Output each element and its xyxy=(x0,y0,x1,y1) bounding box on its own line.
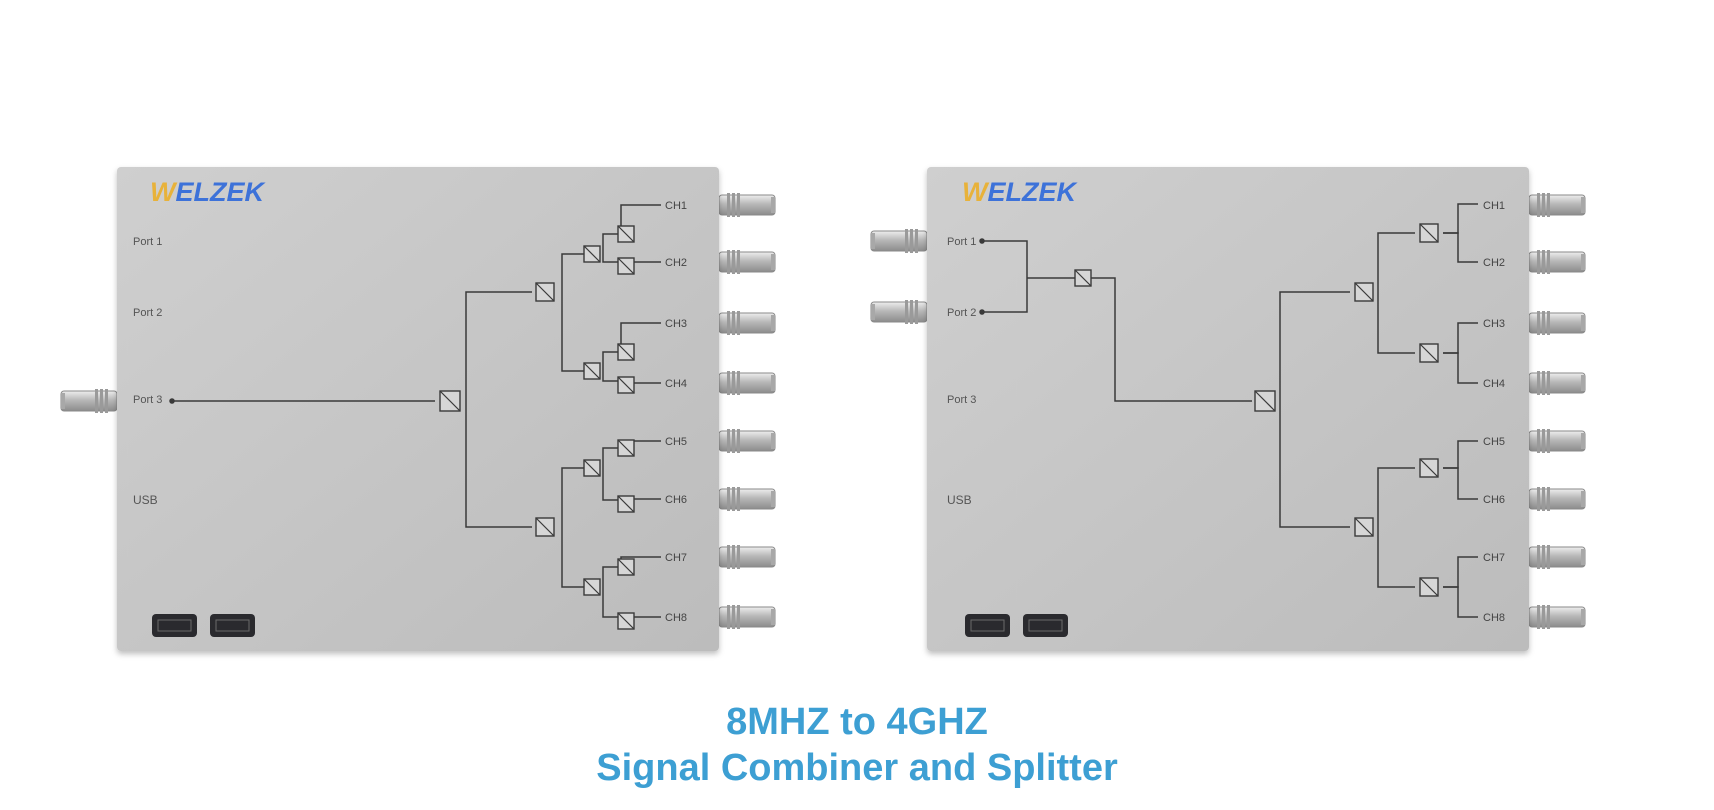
splitter-node-stage3 xyxy=(583,362,601,380)
splitter-node-stage2 xyxy=(1354,282,1374,302)
splitter-node-stage2 xyxy=(1354,517,1374,537)
channel-label-ch7: CH7 xyxy=(1483,552,1505,564)
port-label-port1: Port 1 xyxy=(947,236,976,248)
brand-logo-w: W xyxy=(150,177,178,207)
caption-frequency-range: 8MHZ to 4GHZ xyxy=(726,701,988,743)
channel-label-ch3: CH3 xyxy=(1483,318,1505,330)
port-label-port2: Port 2 xyxy=(133,307,162,319)
usb-connector-2[interactable] xyxy=(1023,614,1068,637)
brand-logo: WELZEK xyxy=(150,177,266,207)
splitter-device-left: WELZEK Port 1 Port 2 Port 3 USB CH1CH2CH… xyxy=(60,167,776,651)
splitter-node-stage4 xyxy=(617,495,635,513)
splitter-node-stage3 xyxy=(1419,458,1439,478)
input-connectors xyxy=(60,389,118,413)
circuit-traces xyxy=(979,203,1478,618)
channel-label-ch8: CH8 xyxy=(665,612,687,624)
splitter-node-stage3 xyxy=(1419,343,1439,363)
circuit-traces xyxy=(169,204,661,618)
port-label-port3: Port 3 xyxy=(947,394,976,406)
channel-label-ch2: CH2 xyxy=(1483,257,1505,269)
device-panel xyxy=(117,167,719,651)
splitter-node-stage2 xyxy=(535,517,555,537)
channel-label-ch4: CH4 xyxy=(665,378,687,390)
channel-connector-1[interactable] xyxy=(718,193,776,217)
combiner-nodes xyxy=(1074,223,1439,597)
channel-connector-3[interactable] xyxy=(1528,311,1586,335)
splitter-node-stage3 xyxy=(1419,223,1439,243)
input-connector-port2[interactable] xyxy=(870,300,928,324)
channel-connector-4[interactable] xyxy=(1528,371,1586,395)
channel-connector-7[interactable] xyxy=(1528,545,1586,569)
port-label-port2: Port 2 xyxy=(947,307,976,319)
channel-label-ch8: CH8 xyxy=(1483,612,1505,624)
channel-connector-2[interactable] xyxy=(1528,250,1586,274)
channel-label-ch4: CH4 xyxy=(1483,378,1505,390)
splitter-node-stage4 xyxy=(617,225,635,243)
input-connectors xyxy=(870,229,928,324)
caption-product-title: Signal Combiner and Splitter xyxy=(596,747,1118,789)
splitter-node-stage3 xyxy=(1419,577,1439,597)
splitter-node-stage3 xyxy=(583,578,601,596)
channel-label-ch2: CH2 xyxy=(665,257,687,269)
splitter-node-stage1 xyxy=(439,390,461,412)
channel-label-ch6: CH6 xyxy=(1483,494,1505,506)
port-label-usb: USB xyxy=(947,493,972,507)
splitter-node-stage4 xyxy=(617,439,635,457)
channel-label-ch3: CH3 xyxy=(665,318,687,330)
channel-label-ch6: CH6 xyxy=(665,494,687,506)
splitter-node-stage4 xyxy=(617,612,635,630)
channel-label-ch1: CH1 xyxy=(665,200,687,212)
channel-label-ch5: CH5 xyxy=(665,436,687,448)
channel-connector-1[interactable] xyxy=(1528,193,1586,217)
brand-logo-rest: ELZEK xyxy=(175,177,266,207)
brand-logo-w: W xyxy=(962,177,990,207)
usb-connector-1[interactable] xyxy=(152,614,197,637)
brand-logo: WELZEK xyxy=(962,177,1078,207)
channel-connector-5[interactable] xyxy=(718,429,776,453)
channel-connector-4[interactable] xyxy=(718,371,776,395)
port-label-port3: Port 3 xyxy=(133,394,162,406)
splitter-node-stage2 xyxy=(535,282,555,302)
input-connector-port3[interactable] xyxy=(60,389,118,413)
combiner-node xyxy=(1074,269,1092,287)
usb-port-connectors[interactable] xyxy=(965,614,1068,637)
splitter-node-stage3 xyxy=(583,459,601,477)
usb-connector-2[interactable] xyxy=(210,614,255,637)
splitter-node-stage1 xyxy=(1254,390,1276,412)
combiner-device-right: WELZEK Port 1 Port 2 Port 3 USB xyxy=(870,167,1586,651)
channel-connector-5[interactable] xyxy=(1528,429,1586,453)
channel-connector-2[interactable] xyxy=(718,250,776,274)
port-label-usb: USB xyxy=(133,493,158,507)
input-connector-port1[interactable] xyxy=(870,229,928,253)
channel-connector-3[interactable] xyxy=(718,311,776,335)
channel-connector-6[interactable] xyxy=(718,487,776,511)
channel-label-ch5: CH5 xyxy=(1483,436,1505,448)
splitter-node-stage4 xyxy=(617,257,635,275)
splitter-nodes xyxy=(439,225,635,630)
brand-logo-rest: ELZEK xyxy=(987,177,1078,207)
port-label-port1: Port 1 xyxy=(133,236,162,248)
splitter-node-stage4 xyxy=(617,558,635,576)
channel-connector-7[interactable] xyxy=(718,545,776,569)
usb-connector-1[interactable] xyxy=(965,614,1010,637)
channel-label-ch1: CH1 xyxy=(1483,200,1505,212)
channel-connectors xyxy=(1528,193,1586,629)
channel-connector-8[interactable] xyxy=(1528,605,1586,629)
channel-label-ch7: CH7 xyxy=(665,552,687,564)
splitter-node-stage4 xyxy=(617,343,635,361)
channel-connectors xyxy=(718,193,776,629)
splitter-node-stage3 xyxy=(583,245,601,263)
splitter-node-stage4 xyxy=(617,376,635,394)
channel-connector-8[interactable] xyxy=(718,605,776,629)
usb-port-connectors[interactable] xyxy=(152,614,255,637)
channel-connector-6[interactable] xyxy=(1528,487,1586,511)
